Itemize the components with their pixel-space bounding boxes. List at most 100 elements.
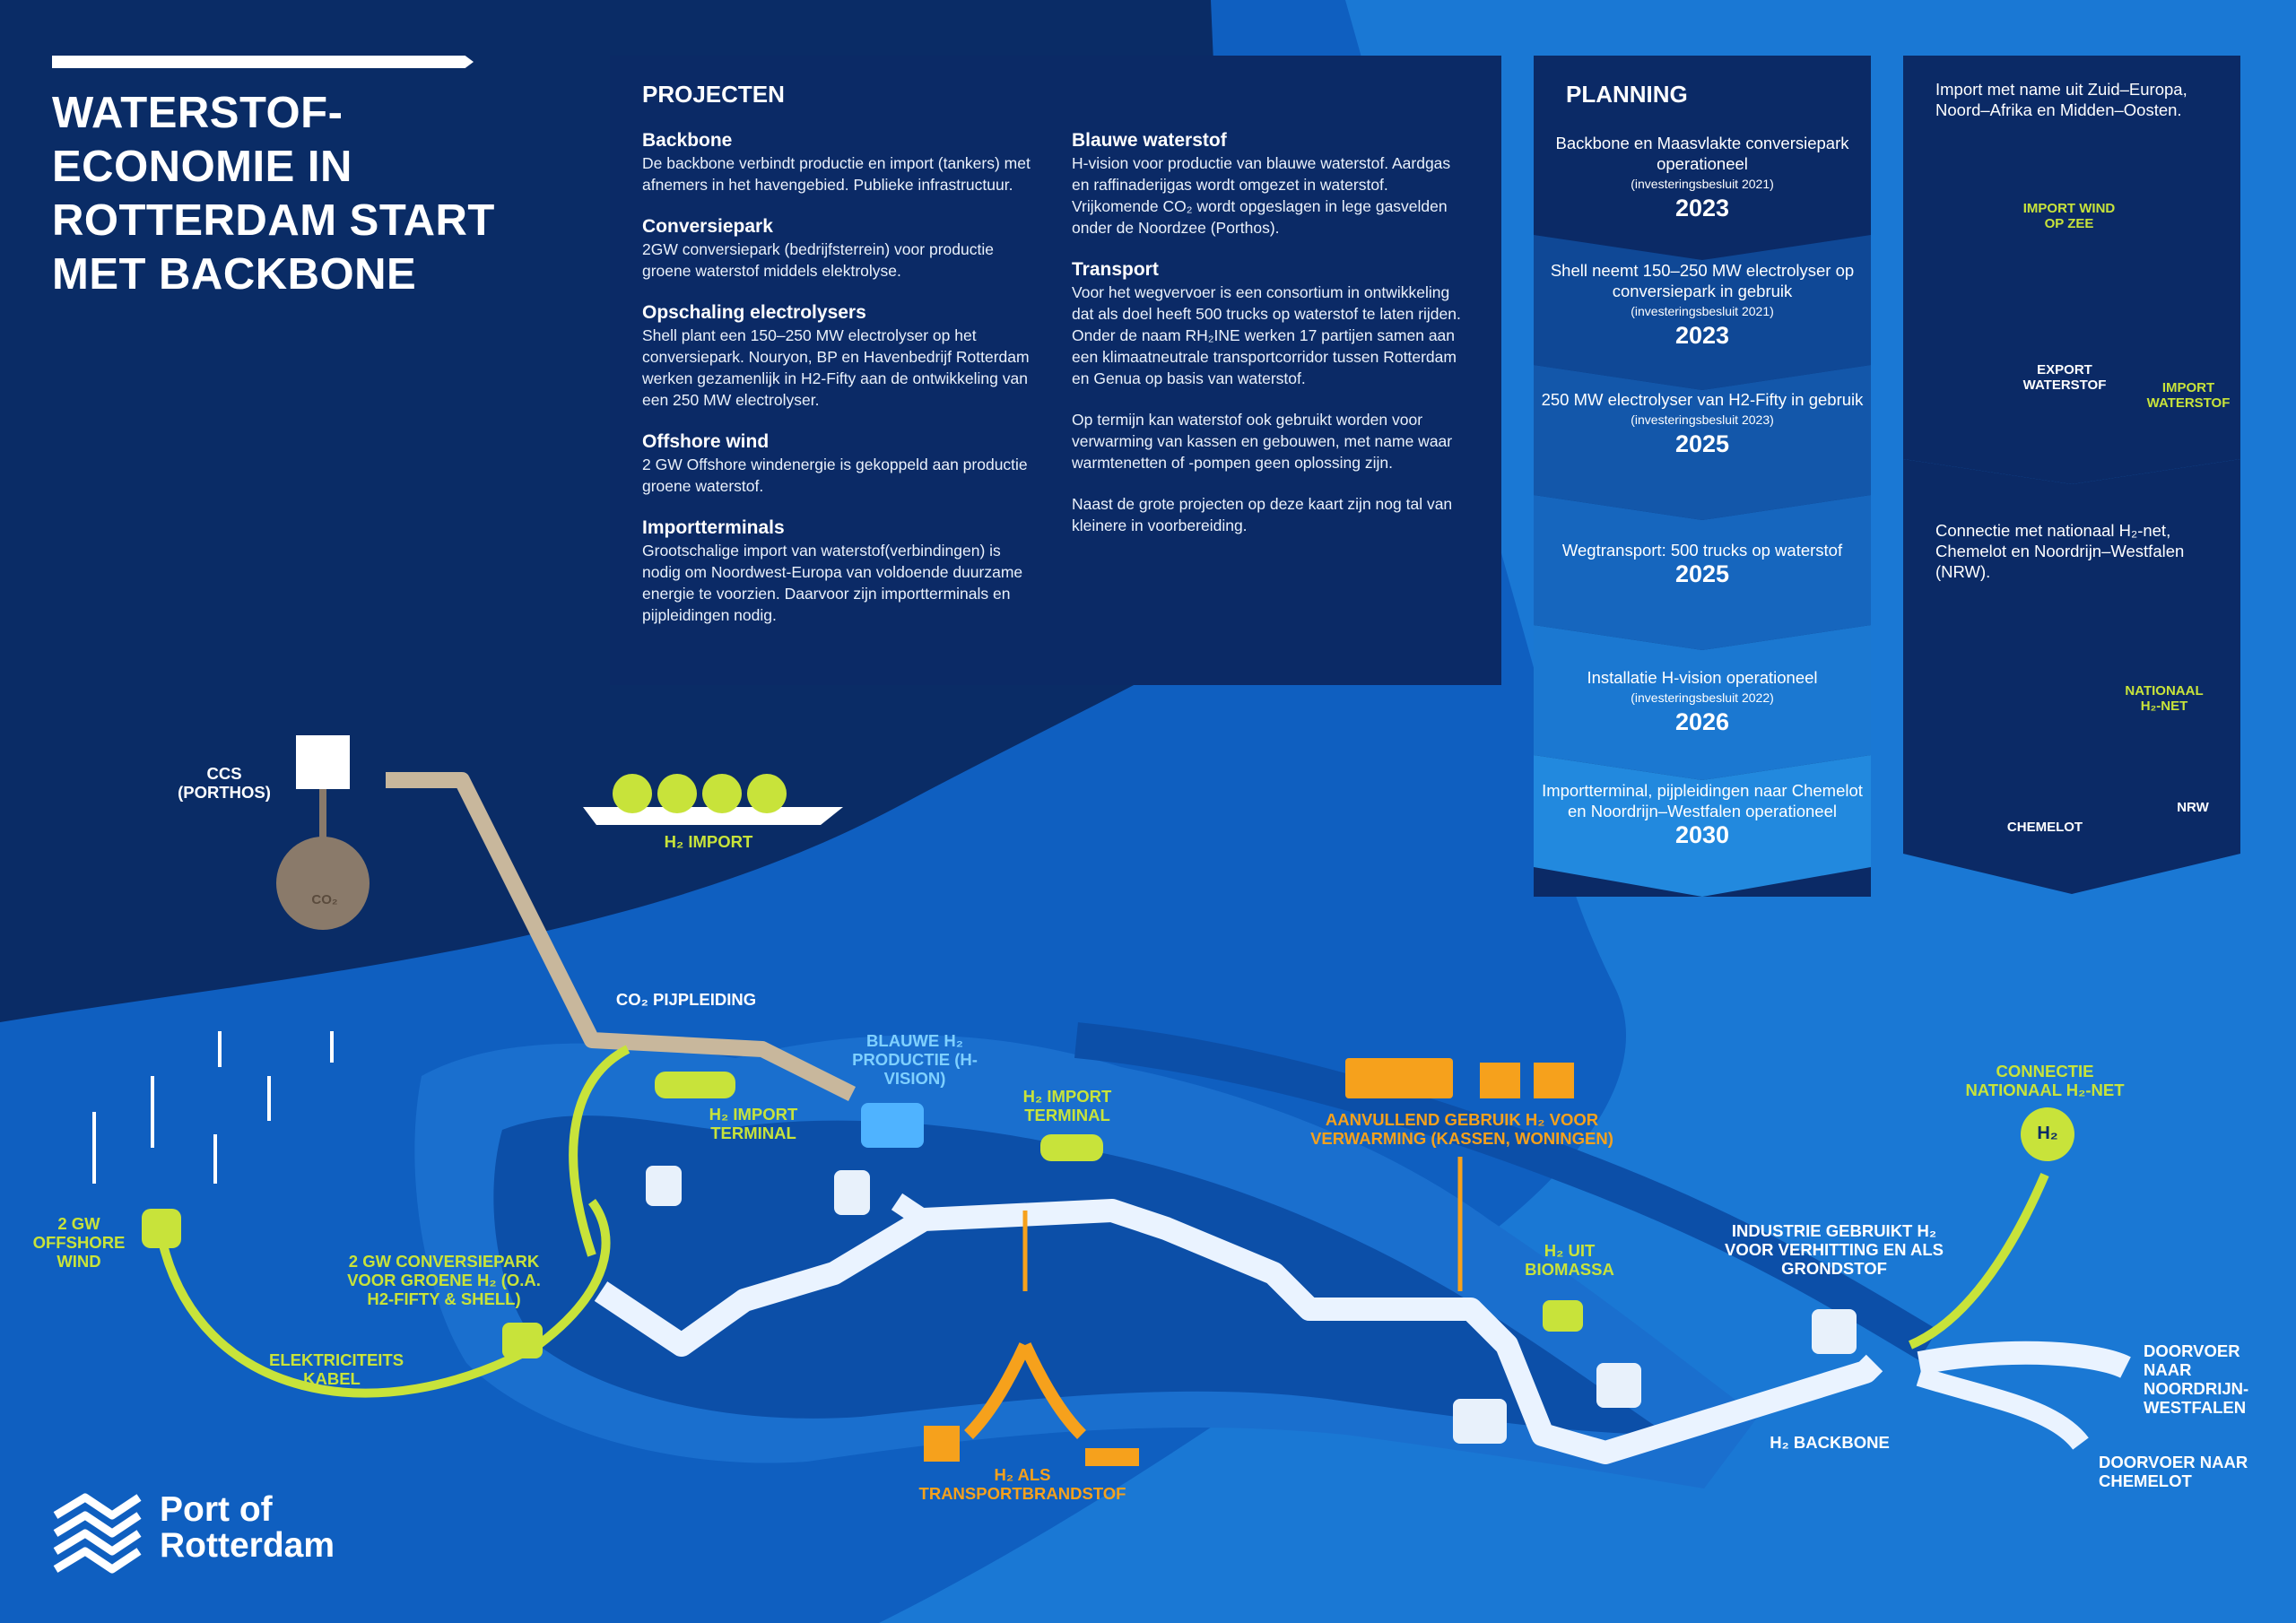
step-year: 2025 xyxy=(1674,430,1730,457)
factory-icons xyxy=(646,1166,1857,1444)
label-connectie: CONNECTIE NATIONAAL H₂-NET xyxy=(1965,1062,2125,1099)
project-note-text: Op termijn kan waterstof ook gebruikt wo… xyxy=(1072,411,1453,472)
step-text: Backbone en Maasvlakte conversiepark ope… xyxy=(1555,134,1849,173)
step-note: (investeringsbesluit 2021) xyxy=(1631,304,1774,318)
step-note: (investeringsbesluit 2021) xyxy=(1631,177,1774,191)
planning-heading: PLANNING xyxy=(1566,81,1688,108)
step-year: 2023 xyxy=(1674,195,1730,221)
project-text: 2GW conversiepark (bedrijfsterrein) voor… xyxy=(642,240,994,280)
tanker-icon xyxy=(583,807,843,825)
nl-label-chemelot: CHEMELOT xyxy=(2006,820,2083,835)
label-verwarming: AANVULLEND GEBRUIK H₂ VOOR VERWARMING (K… xyxy=(1310,1110,1613,1148)
label-backbone: H₂ BACKBONE xyxy=(1770,1433,1890,1452)
harbour-water xyxy=(493,1115,1668,1435)
planning-panel: PLANNING Backbone en Maasvlakte conversi… xyxy=(1534,56,1871,897)
label-co2-pipeline: CO₂ PIJPLEIDING xyxy=(615,990,757,1009)
project-text: Grootschalige import van waterstof(verbi… xyxy=(642,542,1023,624)
project-title: Backbone xyxy=(642,130,733,151)
backbone-branch xyxy=(891,1193,930,1228)
label-biomassa: H₂ UIT BIOMASSA xyxy=(1525,1241,1614,1279)
green-connector xyxy=(569,1045,631,1257)
project-text: Voor het wegvervoer is een consortium in… xyxy=(1072,283,1461,387)
globe-label-import-wind: IMPORT WIND OP ZEE xyxy=(2022,201,2116,231)
planning-step: Importterminal, pijpleidingen naar Cheme… xyxy=(1534,780,1871,848)
project-text: De backbone verbindt productie en import… xyxy=(642,154,1031,194)
wind-turbines xyxy=(92,1031,334,1184)
label-import-terminal-1: H₂ IMPORT TERMINAL xyxy=(709,1105,798,1142)
step-year: 2030 xyxy=(1674,821,1730,848)
label-doorvoer-chemelot: DOORVOER NAAR CHEMELOT xyxy=(2099,1453,2248,1490)
project-text: 2 GW Offshore windenergie is gekoppeld a… xyxy=(642,456,1028,495)
import-export-panel: Import met name uit Zuid–Europa, Noord–A… xyxy=(1903,56,2240,897)
h2-backbone-pipe xyxy=(594,1199,1883,1464)
step-text: Wegtransport: 500 trucks op waterstof xyxy=(1561,541,1843,560)
step-note: (investeringsbesluit 2022) xyxy=(1631,690,1774,705)
project-text: Shell plant een 150–250 MW electrolyser … xyxy=(642,326,1030,409)
side-panel-shape xyxy=(1903,56,2240,894)
project-note-text: Naast de grote projecten op deze kaart z… xyxy=(1072,495,1453,534)
house-icons xyxy=(1345,1058,1574,1098)
plug-icon xyxy=(142,1209,181,1248)
label-blauwe-h2: BLAUWE H₂ PRODUCTIE (H-VISION) xyxy=(852,1031,978,1088)
planning-step: Installatie H-vision operationeel (invest… xyxy=(1534,667,1871,735)
project-text: H-vision voor productie van blauwe water… xyxy=(1072,154,1451,237)
project-title: Opschaling electrolysers xyxy=(642,302,866,323)
h2-badge-label: H₂ xyxy=(2037,1124,2058,1143)
planning-step: 250 MW electrolyser van H2-Fifty in gebr… xyxy=(1534,389,1871,457)
step-year: 2025 xyxy=(1674,560,1730,587)
title-line: ROTTERDAM START xyxy=(52,196,495,245)
label-import-terminal-2: H₂ IMPORT TERMINAL xyxy=(1022,1087,1112,1124)
project-note: Naast de grote projecten op deze kaart z… xyxy=(1072,493,1466,536)
project-item: Backbone De backbone verbindt productie e… xyxy=(642,129,1037,195)
truck-icon xyxy=(924,1426,960,1462)
fuel-fork xyxy=(963,1342,1087,1439)
label-doorvoer-nrw: DOORVOER NAAR NOORDRIJN-WESTFALEN xyxy=(2144,1341,2249,1417)
nl-label-nrw: NRW xyxy=(2177,800,2209,815)
connect-text: Connectie met nationaal H₂-net, Chemelot… xyxy=(1935,521,2185,581)
river xyxy=(1074,1022,1938,1361)
label-ccs: CCS (PORTHOS) xyxy=(178,764,271,802)
import-text: Import met name uit Zuid–Europa, Noord–A… xyxy=(1935,80,2187,119)
label-offshore-wind: 2 GW OFFSHORE WIND xyxy=(32,1214,126,1271)
national-connector xyxy=(1909,1173,2049,1350)
logo-line: Rotterdam xyxy=(160,1526,335,1565)
project-title: Transport xyxy=(1072,259,1159,280)
terminal-icons xyxy=(502,1072,1583,1358)
label-electricity-cable: ELEKTRICITEITS KABEL xyxy=(269,1350,404,1388)
electricity-cable xyxy=(157,1199,611,1398)
step-year: 2026 xyxy=(1674,708,1730,735)
project-title: Offshore wind xyxy=(642,431,770,452)
label-conversiepark: 2 GW CONVERSIEPARK VOOR GROENE H₂ (O.A. … xyxy=(347,1252,541,1308)
project-item: Offshore wind 2 GW Offshore windenergie i… xyxy=(642,430,1037,497)
step-year: 2023 xyxy=(1674,322,1730,349)
title-line: ECONOMIE IN xyxy=(52,143,352,191)
port-logo: Port of Rotterdam xyxy=(160,1492,335,1564)
label-h2-import: H₂ IMPORT xyxy=(664,832,753,851)
ship-icon xyxy=(1085,1448,1139,1466)
planning-step: Backbone en Maasvlakte conversiepark ope… xyxy=(1534,133,1871,221)
doorvoer-nrw-arrow xyxy=(1917,1341,2131,1378)
project-title: Importterminals xyxy=(642,517,785,538)
title-line: WATERSTOF- xyxy=(52,89,344,137)
step-text: Installatie H-vision operationeel xyxy=(1587,668,1818,687)
projects-column-left: Backbone De backbone verbindt productie e… xyxy=(642,129,1037,646)
project-note: Op termijn kan waterstof ook gebruikt wo… xyxy=(1072,409,1466,473)
title-line: MET BACKBONE xyxy=(52,250,417,299)
h2-badge-circle xyxy=(2021,1107,2074,1161)
co2-pipeline xyxy=(386,772,857,1102)
globe-label-import: IMPORT WATERSTOF xyxy=(2146,380,2231,411)
label-transportbrandstof: H₂ ALS TRANSPORTBRANDSTOF xyxy=(918,1465,1126,1503)
project-title: Blauwe waterstof xyxy=(1072,130,1227,151)
step-text: 250 MW electrolyser van H2-Fifty in gebr… xyxy=(1541,390,1864,409)
step-text: Importterminal, pijpleidingen naar Cheme… xyxy=(1542,781,1863,820)
planning-step: Shell neemt 150–250 MW electrolyser op c… xyxy=(1534,260,1871,349)
page-title: WATERSTOF- ECONOMIE IN ROTTERDAM START M… xyxy=(52,86,500,301)
planning-chevrons xyxy=(1534,56,1871,897)
